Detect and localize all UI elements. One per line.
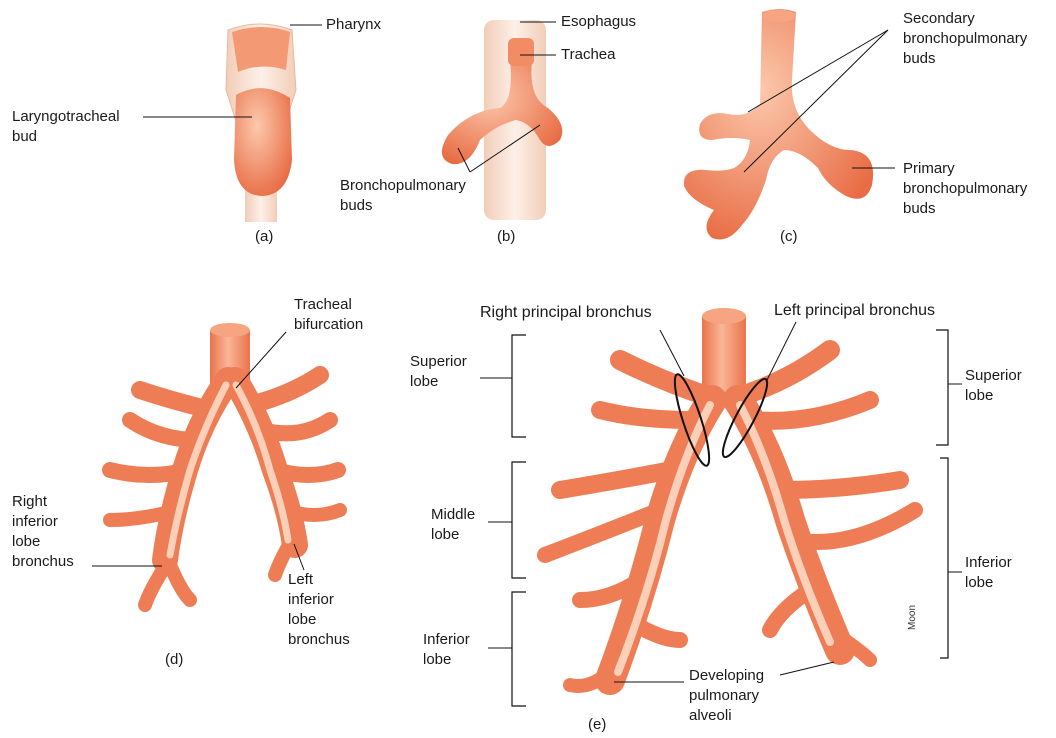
label-l-superior-lobe: Superior lobe — [965, 366, 1022, 406]
right-superior-e — [620, 360, 704, 395]
trachea-top-c — [762, 10, 796, 22]
label-esophagus: Esophagus — [561, 12, 636, 32]
left-lower-d — [276, 470, 338, 475]
label-r-inferior-lobe: Inferior lobe — [423, 630, 470, 670]
trachea-top-d — [210, 323, 250, 337]
r-superior-bracket — [512, 335, 526, 437]
panel-c-tag: (c) — [780, 228, 798, 245]
label-secondary-buds: Secondary bronchopulmonary buds — [903, 9, 1027, 69]
label-bronchopulmonary-buds: Bronchopulmonary buds — [340, 176, 466, 216]
label-left-inferior-lobe-bronchus: Left inferior lobe bronchus — [288, 570, 350, 650]
panel-a-drawing — [143, 24, 322, 222]
alveoli-leader-2 — [780, 662, 834, 675]
left-superior2-e — [752, 400, 870, 421]
label-trachea: Trachea — [561, 45, 615, 65]
label-tracheal-bifurcation: Tracheal bifurcation — [294, 295, 363, 335]
right-middle-d — [110, 470, 188, 475]
label-laryngotracheal-bud: Laryngotracheal bud — [12, 107, 120, 147]
panel-c-drawing — [684, 9, 895, 239]
label-l-inferior-lobe: Inferior lobe — [965, 553, 1012, 593]
left-inferior2-e — [794, 510, 915, 542]
laryngotracheal-bud-shape — [234, 88, 292, 196]
right-inferior3-e — [570, 670, 612, 686]
right-lower2-d — [145, 565, 166, 605]
r-middle-bracket — [512, 462, 526, 578]
panel-e-drawing — [480, 308, 962, 706]
label-pharynx: Pharynx — [326, 15, 381, 35]
label-developing-alveoli: Developing pulmonary alveoli — [689, 666, 764, 726]
pharynx-lumen — [232, 27, 290, 72]
left-lower2-d — [286, 510, 340, 515]
panel-d-drawing — [92, 323, 340, 605]
right-middle2-d — [110, 510, 178, 520]
left-upper-d — [250, 375, 320, 405]
l-inferior-bracket — [940, 458, 948, 658]
right-upper-d — [140, 390, 210, 410]
artist-signature: Moon — [907, 605, 918, 630]
label-left-principal-bronchus: Left principal bronchus — [774, 301, 935, 321]
label-primary-buds: Primary bronchopulmonary buds — [903, 159, 1027, 219]
panel-e-tag: (e) — [588, 716, 606, 733]
trachea-top-b — [508, 38, 534, 66]
left-inferior3-e — [770, 590, 810, 630]
panel-d-tag: (d) — [165, 651, 183, 668]
left-upper2-d — [262, 420, 330, 433]
left-inferior-e — [780, 480, 900, 490]
panel-a-tag: (a) — [255, 228, 273, 245]
label-r-middle-lobe: Middle lobe — [431, 505, 475, 545]
r-inferior-bracket — [512, 592, 526, 706]
l-superior-bracket — [936, 330, 948, 445]
left-superior-e — [744, 350, 830, 395]
label-r-superior-lobe: Superior lobe — [410, 352, 467, 392]
label-right-principal-bronchus: Right principal bronchus — [480, 303, 652, 323]
right-superior2-e — [600, 410, 690, 420]
trachea-top-e — [702, 308, 746, 324]
panel-b-tag: (b) — [497, 228, 515, 245]
label-right-inferior-lobe-bronchus: Right inferior lobe bronchus — [12, 492, 74, 572]
primary-secondary-buds-shape — [684, 9, 873, 239]
